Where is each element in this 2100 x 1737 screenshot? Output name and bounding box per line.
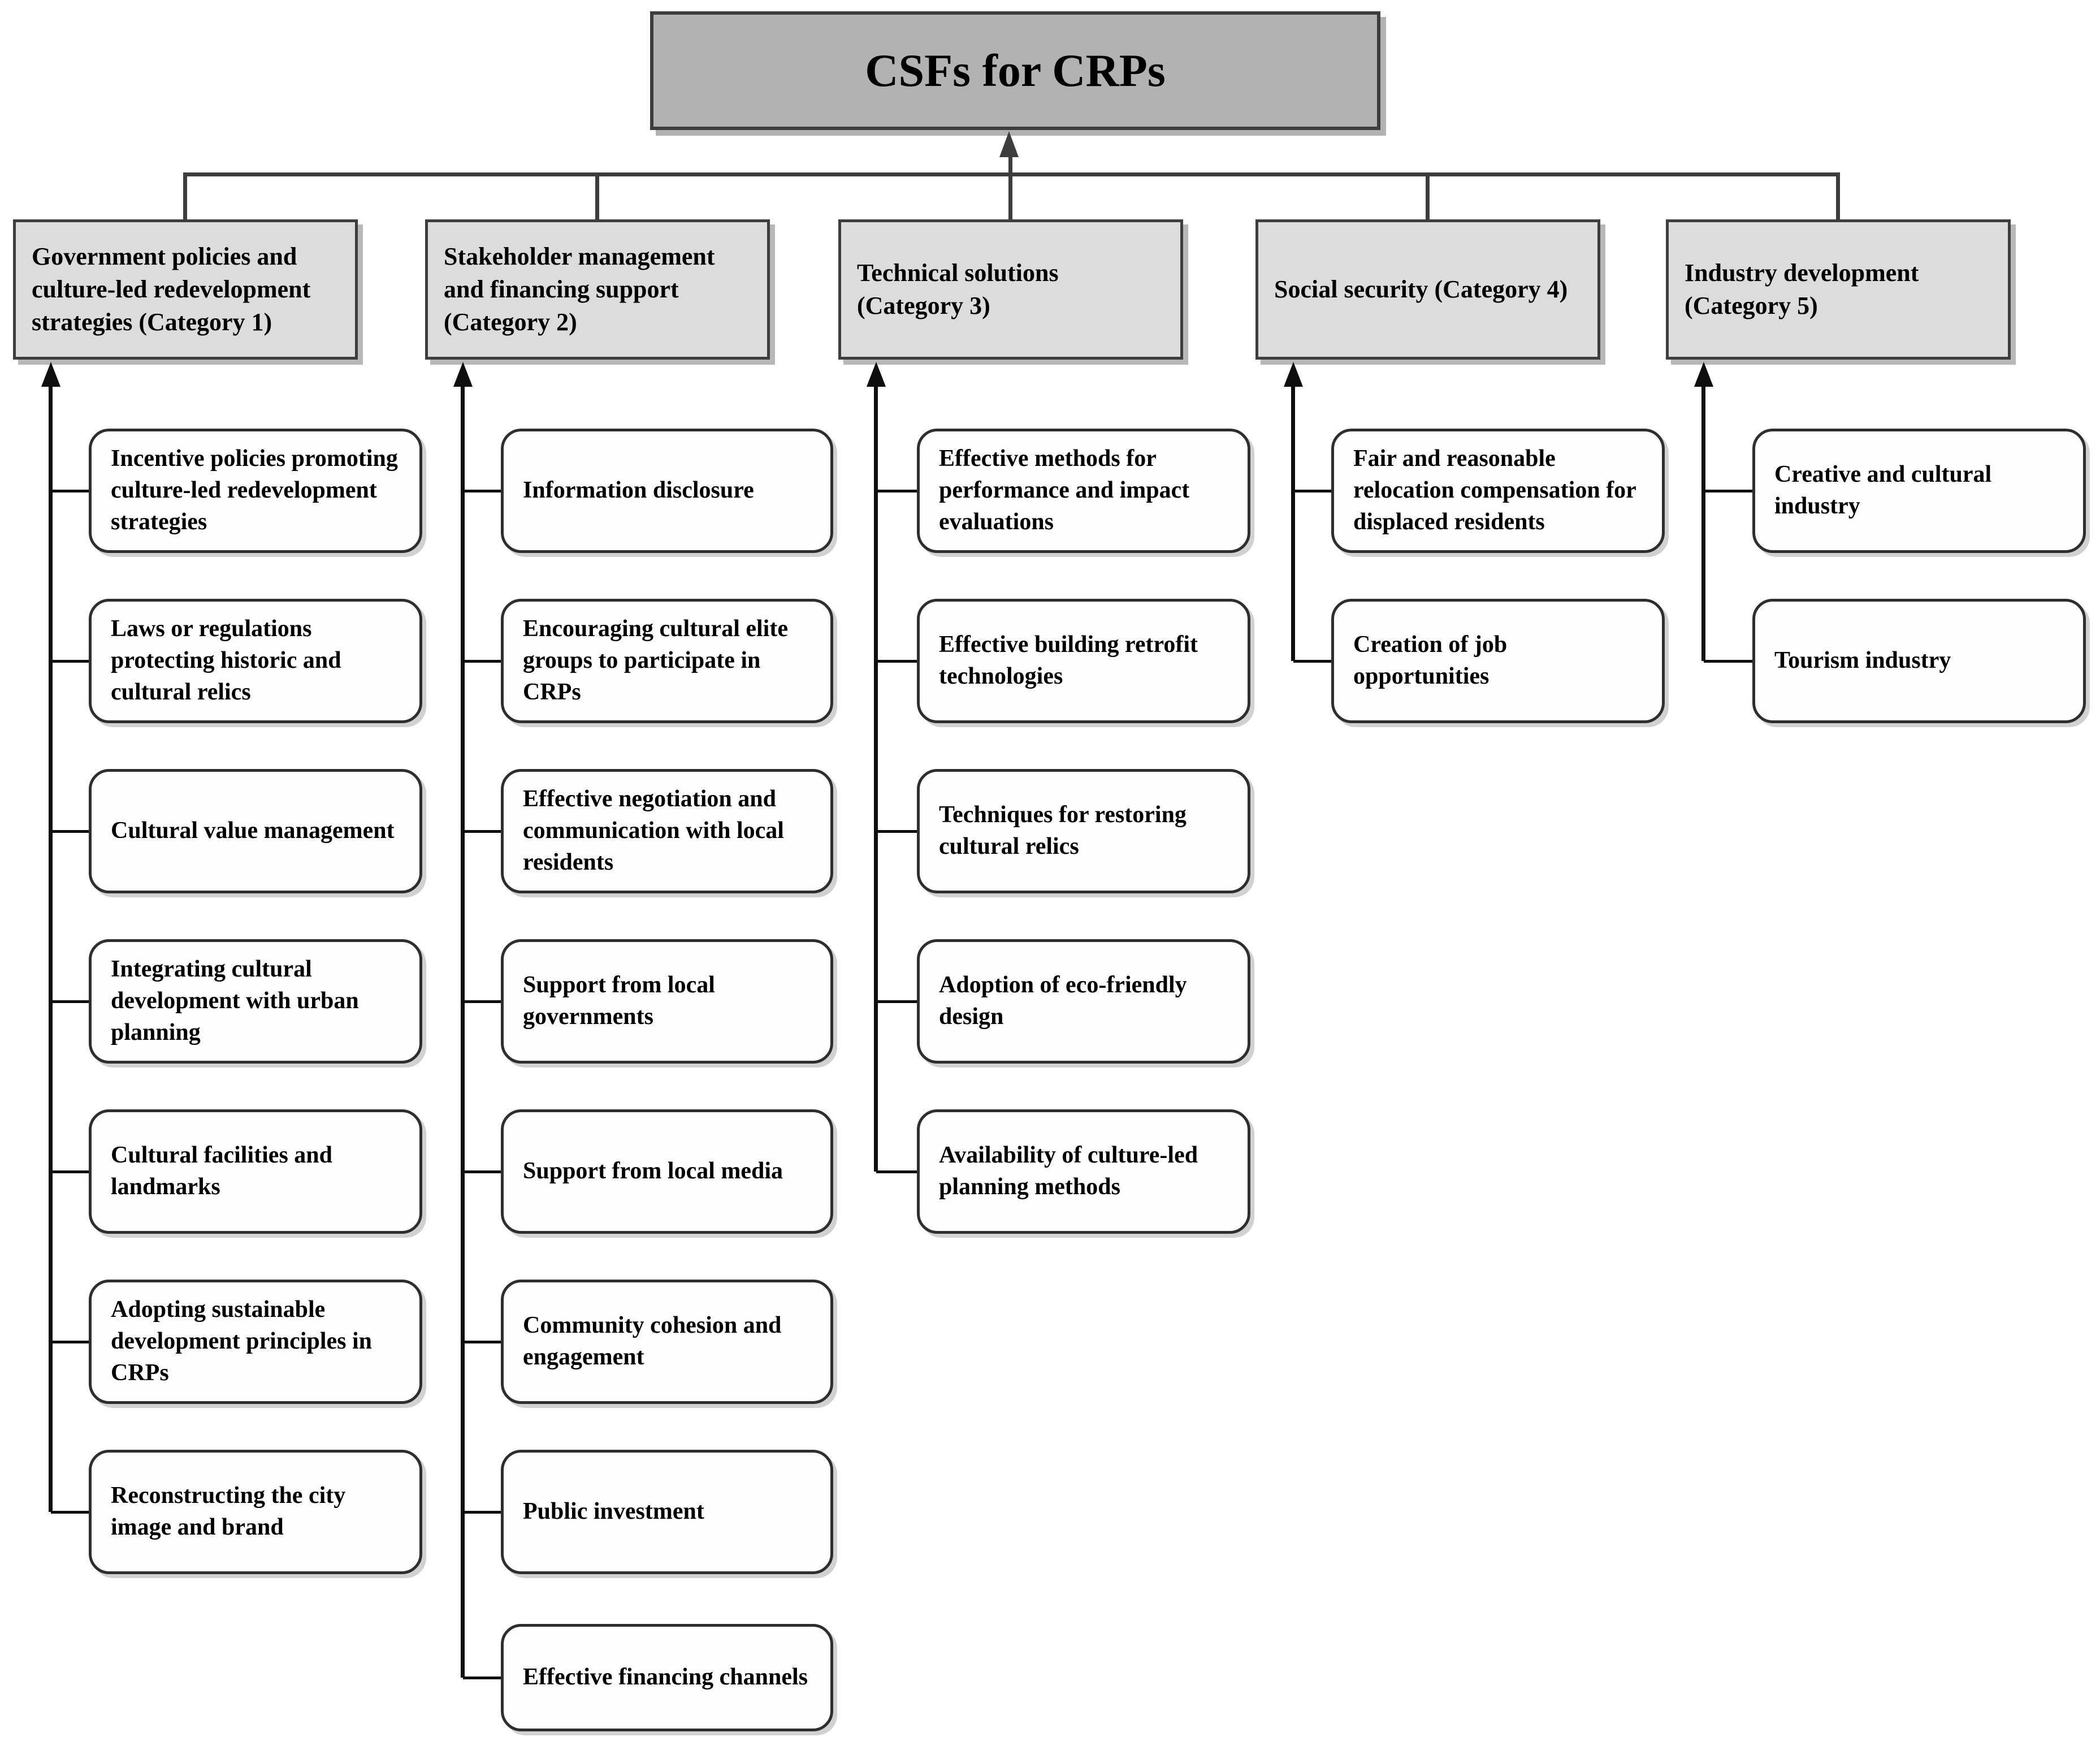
category-node-4: Social security (Category 4): [1255, 219, 1600, 360]
factor-label: Creative and cultural industry: [1774, 461, 1992, 519]
factor-label: Effective methods for performance and im…: [939, 446, 1190, 535]
factor-node-1-2: Laws or regulations protecting historic …: [89, 599, 422, 723]
spine-line-category-1: [49, 373, 53, 1512]
factor-label: Cultural facilities and landmarks: [111, 1142, 333, 1200]
drop-line-category-3: [1008, 172, 1012, 222]
root-node-csfs-for-crps: CSFs for CRPs: [650, 11, 1380, 130]
drop-line-category-4: [1426, 172, 1430, 222]
diagram-title: CSFs for CRPs: [865, 45, 1166, 96]
factor-label: Encouraging cultural elite groups to par…: [523, 616, 788, 705]
connector-line: [463, 1000, 501, 1003]
category-node-2: Stakeholder management and financing sup…: [425, 219, 770, 360]
category-4-label: Social security (Category 4): [1274, 275, 1568, 303]
connector-line: [51, 1170, 89, 1173]
factor-label: Incentive policies promoting culture-led…: [111, 446, 398, 535]
connector-line: [1293, 490, 1331, 492]
category-2-label: Stakeholder management and financing sup…: [444, 242, 715, 336]
category-node-5: Industry development (Category 5): [1666, 219, 2011, 360]
factor-node-3-3: Techniques for restoring cultural relics: [917, 769, 1250, 893]
category-3-label: Technical solutions (Category 3): [857, 258, 1059, 319]
factor-label: Adopting sustainable development princip…: [111, 1297, 373, 1386]
factor-node-2-2: Encouraging cultural elite groups to par…: [501, 599, 833, 723]
connector-line: [876, 1000, 917, 1003]
factor-node-1-5: Cultural facilities and landmarks: [89, 1109, 422, 1234]
spine-line-category-5: [1701, 373, 1705, 661]
connector-line: [51, 1000, 89, 1003]
drop-line-category-5: [1836, 172, 1840, 222]
factor-node-2-4: Support from local governments: [501, 939, 833, 1064]
factor-node-2-5: Support from local media: [501, 1109, 833, 1234]
factor-label: Public investment: [523, 1498, 704, 1525]
connector-line: [51, 490, 89, 492]
factor-label: Adoption of eco-friendly design: [939, 972, 1187, 1030]
connector-line: [876, 1170, 917, 1173]
connector-line: [463, 1170, 501, 1173]
factor-label: Availability of culture-led planning met…: [939, 1142, 1198, 1200]
factor-label: Integrating cultural development with ur…: [111, 956, 359, 1045]
factor-node-3-1: Effective methods for performance and im…: [917, 429, 1250, 553]
factor-label: Effective financing channels: [523, 1664, 808, 1691]
factor-label: Effective building retrofit technologies: [939, 632, 1198, 689]
connector-line: [51, 1341, 89, 1343]
connector-line: [463, 1511, 501, 1514]
factor-node-5-2: Tourism industry: [1752, 599, 2086, 723]
factor-node-5-1: Creative and cultural industry: [1752, 429, 2086, 553]
category-node-1: Government policies and culture-led rede…: [13, 219, 358, 360]
factor-label: Support from local media: [523, 1158, 783, 1185]
connector-line: [51, 660, 89, 663]
factor-node-2-6: Community cohesion and engagement: [501, 1280, 833, 1404]
connector-line: [876, 830, 917, 833]
factor-node-3-5: Availability of culture-led planning met…: [917, 1109, 1250, 1234]
factor-node-1-6: Adopting sustainable development princip…: [89, 1280, 422, 1404]
factor-label: Creation of job opportunities: [1353, 632, 1508, 689]
factor-label: Cultural value management: [111, 818, 395, 844]
category-node-3: Technical solutions (Category 3): [838, 219, 1183, 360]
spine-line-category-2: [461, 373, 465, 1678]
factor-label: Effective negotiation and communication …: [523, 786, 784, 875]
factor-node-2-8: Effective financing channels: [501, 1624, 833, 1731]
trunk-line: [1008, 148, 1012, 176]
factor-node-3-2: Effective building retrofit technologies: [917, 599, 1250, 723]
factor-label: Laws or regulations protecting historic …: [111, 616, 341, 705]
factor-node-2-1: Information disclosure: [501, 429, 833, 553]
factor-label: Techniques for restoring cultural relics: [939, 802, 1187, 859]
connector-line: [1704, 660, 1752, 663]
factor-node-3-4: Adoption of eco-friendly design: [917, 939, 1250, 1064]
factor-node-1-1: Incentive policies promoting culture-led…: [89, 429, 422, 553]
connector-line: [463, 830, 501, 833]
connector-line: [463, 1341, 501, 1343]
drop-line-category-1: [183, 172, 187, 222]
connector-line: [463, 490, 501, 492]
factor-node-4-2: Creation of job opportunities: [1331, 599, 1665, 723]
factor-label: Information disclosure: [523, 477, 754, 504]
connector-line: [51, 830, 89, 833]
connector-line: [1293, 660, 1331, 663]
factor-node-2-3: Effective negotiation and communication …: [501, 769, 833, 893]
connector-line: [1704, 490, 1752, 492]
category-1-label: Government policies and culture-led rede…: [32, 242, 311, 336]
factor-node-1-3: Cultural value management: [89, 769, 422, 893]
connector-line: [51, 1511, 89, 1514]
factor-label: Tourism industry: [1774, 647, 1951, 674]
connector-line: [876, 490, 917, 492]
factor-node-1-7: Reconstructing the city image and brand: [89, 1450, 422, 1574]
connector-line: [876, 660, 917, 663]
spine-line-category-4: [1291, 373, 1295, 661]
connector-line: [463, 1676, 501, 1679]
connector-line: [463, 660, 501, 663]
factor-label: Fair and reasonable relocation compensat…: [1353, 446, 1636, 535]
factor-label: Reconstructing the city image and brand: [111, 1483, 346, 1540]
factor-node-4-1: Fair and reasonable relocation compensat…: [1331, 429, 1665, 553]
factor-node-2-7: Public investment: [501, 1450, 833, 1574]
drop-line-category-2: [595, 172, 599, 222]
category-5-label: Industry development (Category 5): [1685, 258, 1919, 319]
factor-node-1-4: Integrating cultural development with ur…: [89, 939, 422, 1064]
factor-label: Support from local governments: [523, 972, 715, 1030]
factor-label: Community cohesion and engagement: [523, 1312, 782, 1370]
spine-line-category-3: [874, 373, 878, 1172]
